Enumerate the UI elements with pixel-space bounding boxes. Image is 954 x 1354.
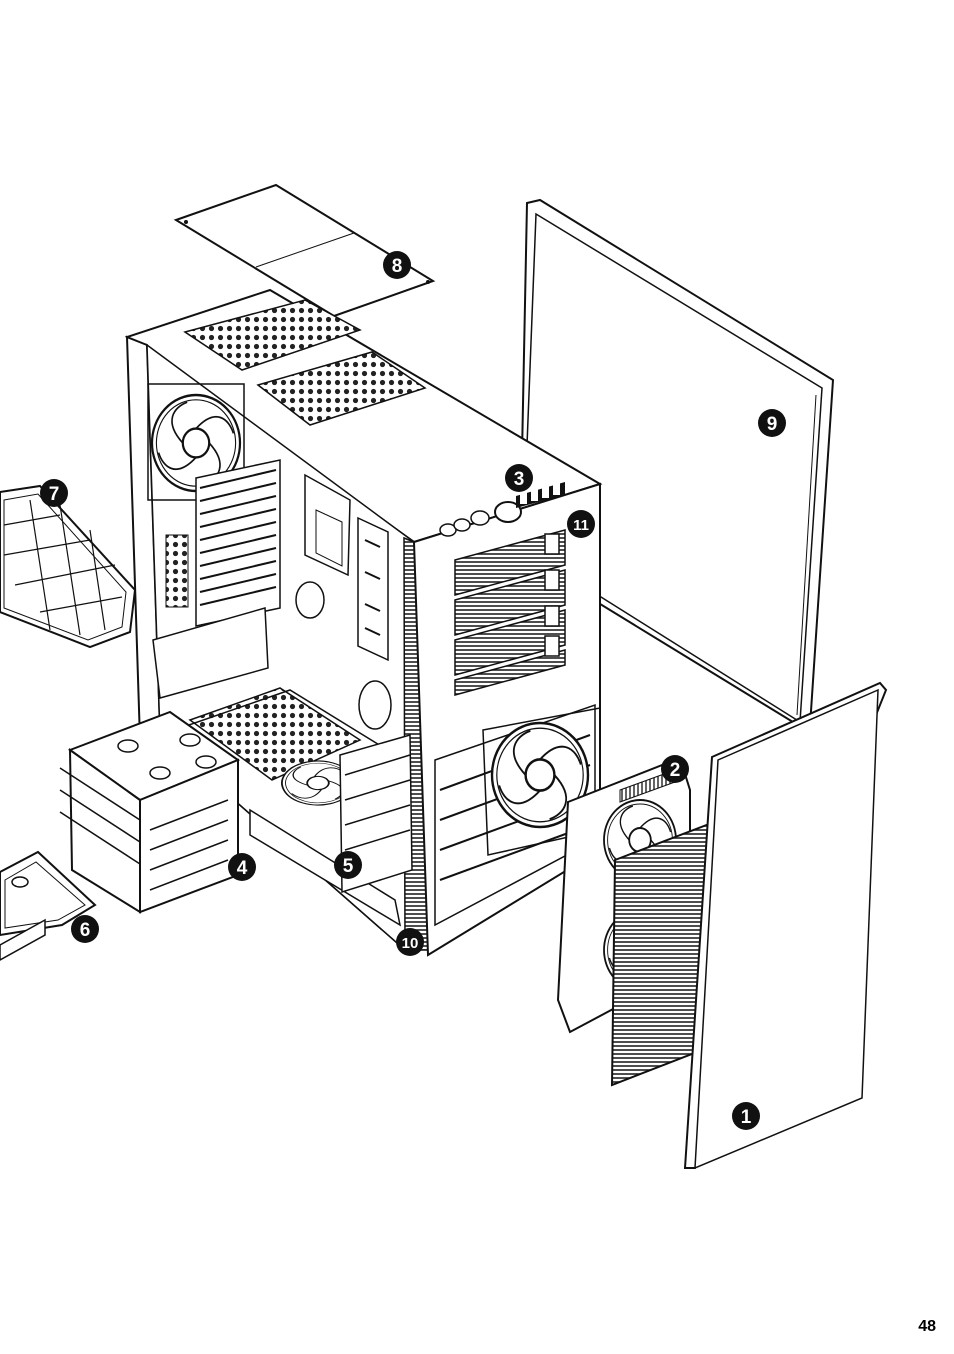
hdd-cage xyxy=(60,712,238,912)
svg-text:8: 8 xyxy=(392,256,403,277)
svg-text:1: 1 xyxy=(741,1107,752,1128)
svg-text:3: 3 xyxy=(514,469,525,490)
dust-filter xyxy=(0,486,135,647)
svg-text:2: 2 xyxy=(670,760,681,781)
svg-text:11: 11 xyxy=(573,517,589,534)
top-cover-panel xyxy=(176,185,433,316)
svg-text:4: 4 xyxy=(237,858,248,879)
callout-10: 10 xyxy=(396,928,424,956)
svg-text:7: 7 xyxy=(49,484,60,505)
callout-3: 3 xyxy=(505,464,533,492)
callout-11: 11 xyxy=(567,510,595,538)
callout-7: 7 xyxy=(40,479,68,507)
callout-5: 5 xyxy=(334,851,362,879)
svg-text:5: 5 xyxy=(343,856,354,877)
front-door xyxy=(685,683,886,1168)
svg-text:6: 6 xyxy=(80,920,91,941)
callout-9: 9 xyxy=(758,409,786,437)
expansion-slots xyxy=(196,460,280,626)
svg-text:10: 10 xyxy=(402,935,419,952)
page-number: 48 xyxy=(918,1318,936,1336)
callout-1: 1 xyxy=(732,1102,760,1130)
callout-8: 8 xyxy=(383,251,411,279)
drive-bays xyxy=(455,530,565,695)
callout-4: 4 xyxy=(228,853,256,881)
callout-2: 2 xyxy=(661,755,689,783)
callout-6: 6 xyxy=(71,915,99,943)
svg-text:9: 9 xyxy=(767,414,778,435)
